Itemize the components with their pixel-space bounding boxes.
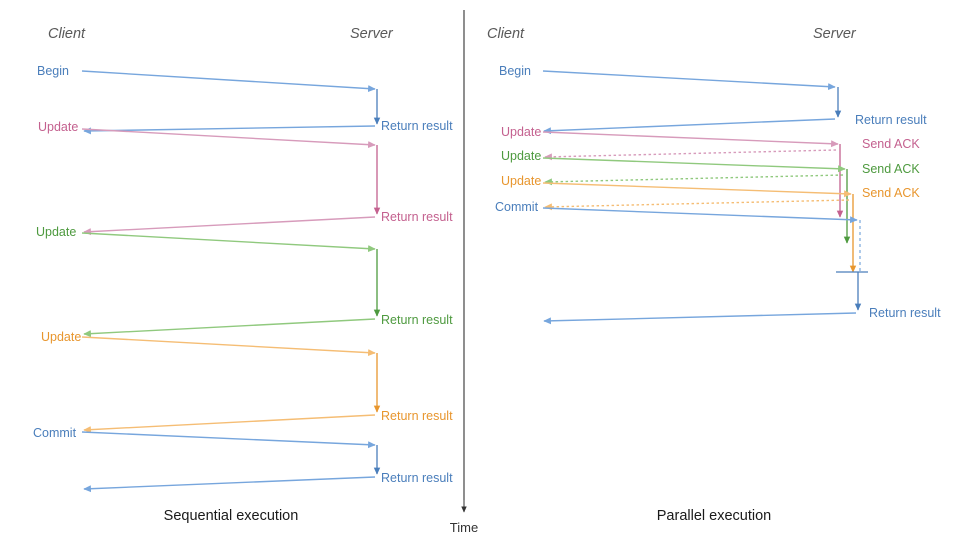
response-arrow-update2: [83, 318, 376, 338]
client-message-label-1: Update: [38, 120, 78, 134]
request-arrow-commit: [81, 431, 376, 449]
server-message-label-4: Return result: [869, 306, 941, 320]
request-arrow-update3: [81, 336, 376, 357]
response-arrow-commit: [83, 476, 376, 493]
ack-arrow-update1: [544, 149, 837, 161]
response-arrow-update1: [83, 216, 376, 236]
server-message-label-0: Return result: [855, 113, 927, 127]
response-arrow-commit: [543, 312, 857, 325]
request-arrow-begin: [542, 70, 836, 91]
server-message-label-3: Return result: [381, 409, 453, 423]
server-message-label-2: Send ACK: [862, 162, 920, 176]
time-axis-label: Time: [450, 520, 478, 535]
client-message-label-2: Update: [501, 149, 541, 163]
request-arrow-update2: [542, 157, 846, 173]
server-message-label-1: Return result: [381, 210, 453, 224]
request-arrow-begin: [81, 70, 376, 93]
response-arrow-begin: [83, 125, 376, 135]
actor-label-server: Server: [813, 26, 857, 42]
panel-caption-sequential: Sequential execution: [164, 508, 299, 524]
client-message-label-4: Commit: [495, 200, 539, 214]
server-message-label-2: Return result: [381, 313, 453, 327]
response-arrow-begin: [543, 118, 836, 135]
client-message-label-4: Commit: [33, 426, 77, 440]
request-arrow-commit: [542, 207, 858, 224]
client-message-label-3: Update: [41, 330, 81, 344]
request-arrow-update2: [81, 232, 376, 253]
response-arrow-update3: [83, 414, 376, 434]
ack-arrow-update3: [544, 199, 850, 211]
ack-arrow-update2: [544, 174, 844, 186]
server-message-label-4: Return result: [381, 471, 453, 485]
server-message-label-0: Return result: [381, 119, 453, 133]
actor-label-client: Client: [487, 26, 525, 42]
client-message-label-0: Begin: [499, 64, 531, 78]
server-message-label-3: Send ACK: [862, 186, 920, 200]
client-message-label-1: Update: [501, 125, 541, 139]
request-arrow-update3: [542, 182, 852, 198]
client-message-label-0: Begin: [37, 64, 69, 78]
request-arrow-update1: [81, 128, 376, 149]
panel-caption-parallel: Parallel execution: [657, 508, 771, 524]
request-arrow-update1: [542, 131, 839, 148]
actor-label-client: Client: [48, 26, 86, 42]
client-message-label-3: Update: [501, 174, 541, 188]
server-message-label-1: Send ACK: [862, 137, 920, 151]
client-message-label-2: Update: [36, 225, 76, 239]
actor-label-server: Server: [350, 26, 394, 42]
